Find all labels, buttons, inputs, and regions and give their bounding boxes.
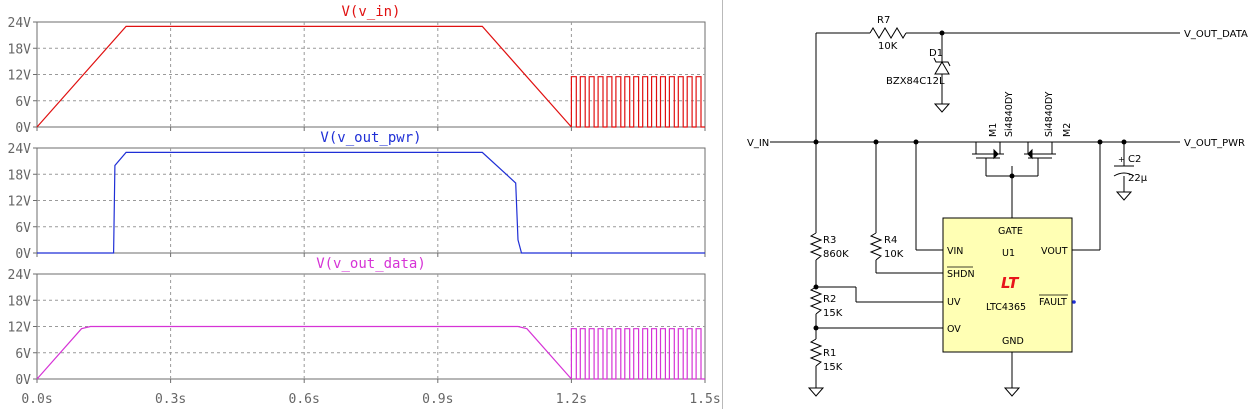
ground-icon: [1115, 191, 1133, 201]
r3-value: 860K: [823, 249, 849, 260]
x-tick-label: 1.5s: [689, 392, 720, 407]
c2-polarity: +: [1118, 155, 1125, 164]
trace-line: [36, 25, 572, 128]
r1-value: 15K: [823, 362, 843, 373]
net-label-vin: V_IN: [747, 138, 769, 149]
schematic-diagram: R7 10K D1 BZX84C12L M1 Si4840DY: [747, 15, 1248, 397]
u1-pin-vout: VOUT: [1041, 246, 1068, 257]
waveform-viewer: 0V 6V 12V 18V 24V V(v_in) 0V 6V 12V 18V 24V V(v_out…: [7, 0, 723, 409]
resistor-r1[interactable]: [809, 338, 823, 367]
c2-value: 22µ: [1128, 173, 1148, 184]
d1-ref: D1: [929, 48, 943, 59]
m1-value: Si4840DY: [1004, 91, 1015, 137]
plot-frame: [36, 21, 706, 128]
y-tick-label: 0V: [15, 373, 31, 388]
ground-icon: [1003, 387, 1021, 397]
u1-pin-vin: VIN: [947, 246, 963, 257]
zener-d1[interactable]: [933, 56, 951, 75]
trace-title[interactable]: V(v_out_data): [316, 256, 426, 272]
resistor-r7[interactable]: [869, 27, 907, 39]
y-tick-label: 24V: [8, 268, 32, 283]
y-tick-label: 12V: [8, 69, 32, 84]
r1-ref: R1: [823, 348, 836, 359]
trace-title[interactable]: V(v_in): [341, 4, 400, 20]
u1-pin-fault: FAULT: [1039, 297, 1067, 308]
resistor-r3[interactable]: [809, 232, 823, 261]
y-tick-label: 18V: [8, 42, 32, 57]
x-tick-label: 0.9s: [422, 392, 453, 407]
schematic-editor: R7 10K D1 BZX84C12L M1 Si4840DY: [723, 0, 1260, 409]
x-tick-label: 1.2s: [556, 392, 587, 407]
ground-symbols: [807, 103, 1133, 397]
y-tick-label: 18V: [8, 294, 32, 309]
r7-ref: R7: [877, 15, 890, 26]
linear-tech-logo-icon: LT: [1001, 274, 1020, 292]
y-tick-label: 18V: [8, 168, 32, 183]
u1-pin-gnd: GND: [1002, 336, 1024, 347]
x-tick-label: 0.0s: [21, 392, 52, 407]
d1-value: BZX84C12L: [886, 76, 945, 87]
r2-value: 15K: [823, 308, 843, 319]
ic-u1[interactable]: GATE U1 VIN SHDN UV OV VOUT FAULT GND LT…: [942, 217, 1076, 353]
r2-ref: R2: [823, 294, 836, 305]
u1-pin-gate: GATE: [998, 226, 1023, 237]
trace-line: [570, 76, 705, 128]
net-label-vout-pwr: V_OUT_PWR: [1184, 138, 1245, 149]
r4-value: 10K: [884, 249, 904, 260]
y-tick-label: 24V: [8, 16, 32, 31]
resistor-r2[interactable]: [809, 286, 823, 315]
r7-value: 10K: [878, 41, 898, 52]
y-tick-label: 0V: [15, 247, 31, 262]
y-tick-label: 6V: [15, 347, 31, 362]
m1-ref: M1: [988, 123, 999, 137]
plot-pane-2[interactable]: 0V 6V 12V 18V 24V V(v_out_pwr): [8, 130, 706, 262]
mosfet-m2[interactable]: [1024, 142, 1056, 176]
y-tick-label: 6V: [15, 95, 31, 110]
plot-pane-1[interactable]: 0V 6V 12V 18V 24V V(v_in): [8, 4, 706, 136]
x-tick-label: 0.6s: [289, 392, 320, 407]
m2-ref: M2: [1062, 123, 1073, 137]
u1-pin-uv: UV: [947, 297, 961, 308]
waveform-plots: 0V 6V 12V 18V 24V V(v_in) 0V 6V 12V 18V 24V V(v_out…: [8, 4, 721, 407]
r4-ref: R4: [884, 235, 897, 246]
y-tick-label: 6V: [15, 221, 31, 236]
trace-line: [36, 325, 572, 380]
junction-dots: [813, 30, 1127, 331]
y-tick-label: 0V: [15, 121, 31, 136]
ic-u1-body: [942, 217, 1073, 353]
c2-ref: C2: [1128, 154, 1141, 165]
fault-pin-dot: [1072, 300, 1076, 304]
y-tick-label: 12V: [8, 195, 32, 210]
x-tick-label: 0.3s: [155, 392, 186, 407]
wires: [770, 32, 1180, 388]
u1-ref: U1: [1002, 248, 1015, 259]
u1-pin-shdn: SHDN: [947, 269, 975, 280]
trace-title[interactable]: V(v_out_pwr): [320, 130, 421, 146]
capacitor-c2[interactable]: [1113, 165, 1135, 177]
net-label-vout-data: V_OUT_DATA: [1184, 29, 1248, 40]
ground-icon: [933, 103, 951, 113]
m2-value: Si4840DY: [1044, 91, 1055, 137]
resistor-r4[interactable]: [869, 232, 883, 261]
trace-line: [37, 151, 705, 254]
r3-ref: R3: [823, 235, 836, 246]
mosfet-m1[interactable]: [972, 142, 1004, 166]
u1-pin-ov: OV: [947, 324, 961, 335]
y-tick-label: 24V: [8, 142, 32, 157]
y-tick-label: 12V: [8, 321, 32, 336]
ground-icon: [807, 387, 825, 397]
plot-frame: [36, 147, 706, 254]
u1-part: LTC4365: [986, 302, 1026, 313]
trace-line: [570, 328, 705, 380]
plot-pane-3[interactable]: 0V 6V 12V 18V 24V 0.0s 0.3s 0.6s 0.9s 1.2s 1.5s V(v…: [8, 256, 721, 407]
